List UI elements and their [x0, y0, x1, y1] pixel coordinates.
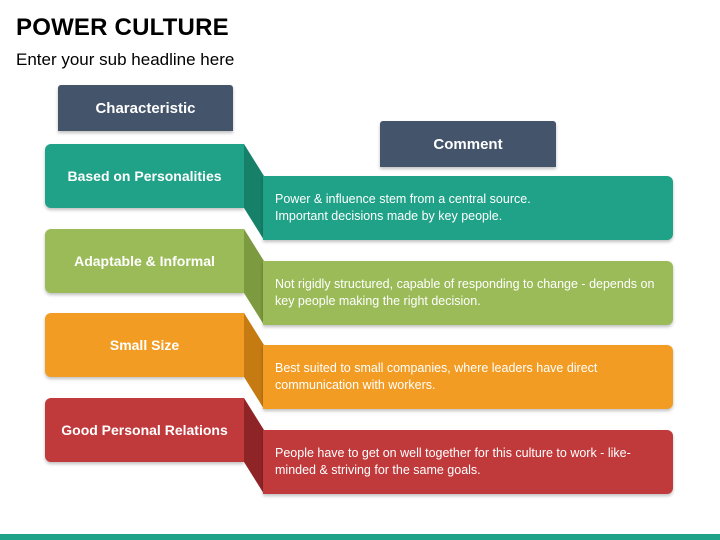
fold-shape	[244, 398, 264, 494]
row-comment-text: Not rigidly structured, capable of respo…	[275, 277, 655, 308]
fold-connector	[244, 398, 264, 494]
fold-shape	[244, 313, 264, 409]
row-comment: Best suited to small companies, where le…	[263, 345, 673, 409]
row-comment: People have to get on well together for …	[263, 430, 673, 494]
characteristic-header: Characteristic	[58, 85, 233, 131]
row-comment-text: Power & influence stem from a central so…	[275, 192, 531, 223]
bottom-accent-bar	[0, 534, 720, 540]
page-title: POWER CULTURE	[16, 14, 229, 41]
row-based-on-personalities: Based on Personalities Power & influence…	[0, 144, 720, 240]
row-comment-text: People have to get on well together for …	[275, 446, 631, 477]
row-comment: Not rigidly structured, capable of respo…	[263, 261, 673, 325]
row-label: Based on Personalities	[45, 144, 244, 208]
row-comment: Power & influence stem from a central so…	[263, 176, 673, 240]
comment-header: Comment	[380, 121, 556, 167]
fold-connector	[244, 313, 264, 409]
row-comment-text: Best suited to small companies, where le…	[275, 361, 598, 392]
fold-connector	[244, 144, 264, 240]
row-label: Good Personal Relations	[45, 398, 244, 462]
row-small-size: Small Size Best suited to small companie…	[0, 313, 720, 409]
fold-shape	[244, 229, 264, 325]
fold-connector	[244, 229, 264, 325]
fold-shape	[244, 144, 264, 240]
row-label: Small Size	[45, 313, 244, 377]
row-good-personal-relations: Good Personal Relations People have to g…	[0, 398, 720, 494]
row-label: Adaptable & Informal	[45, 229, 244, 293]
page-subtitle: Enter your sub headline here	[16, 50, 235, 69]
row-adaptable-informal: Adaptable & Informal Not rigidly structu…	[0, 229, 720, 325]
